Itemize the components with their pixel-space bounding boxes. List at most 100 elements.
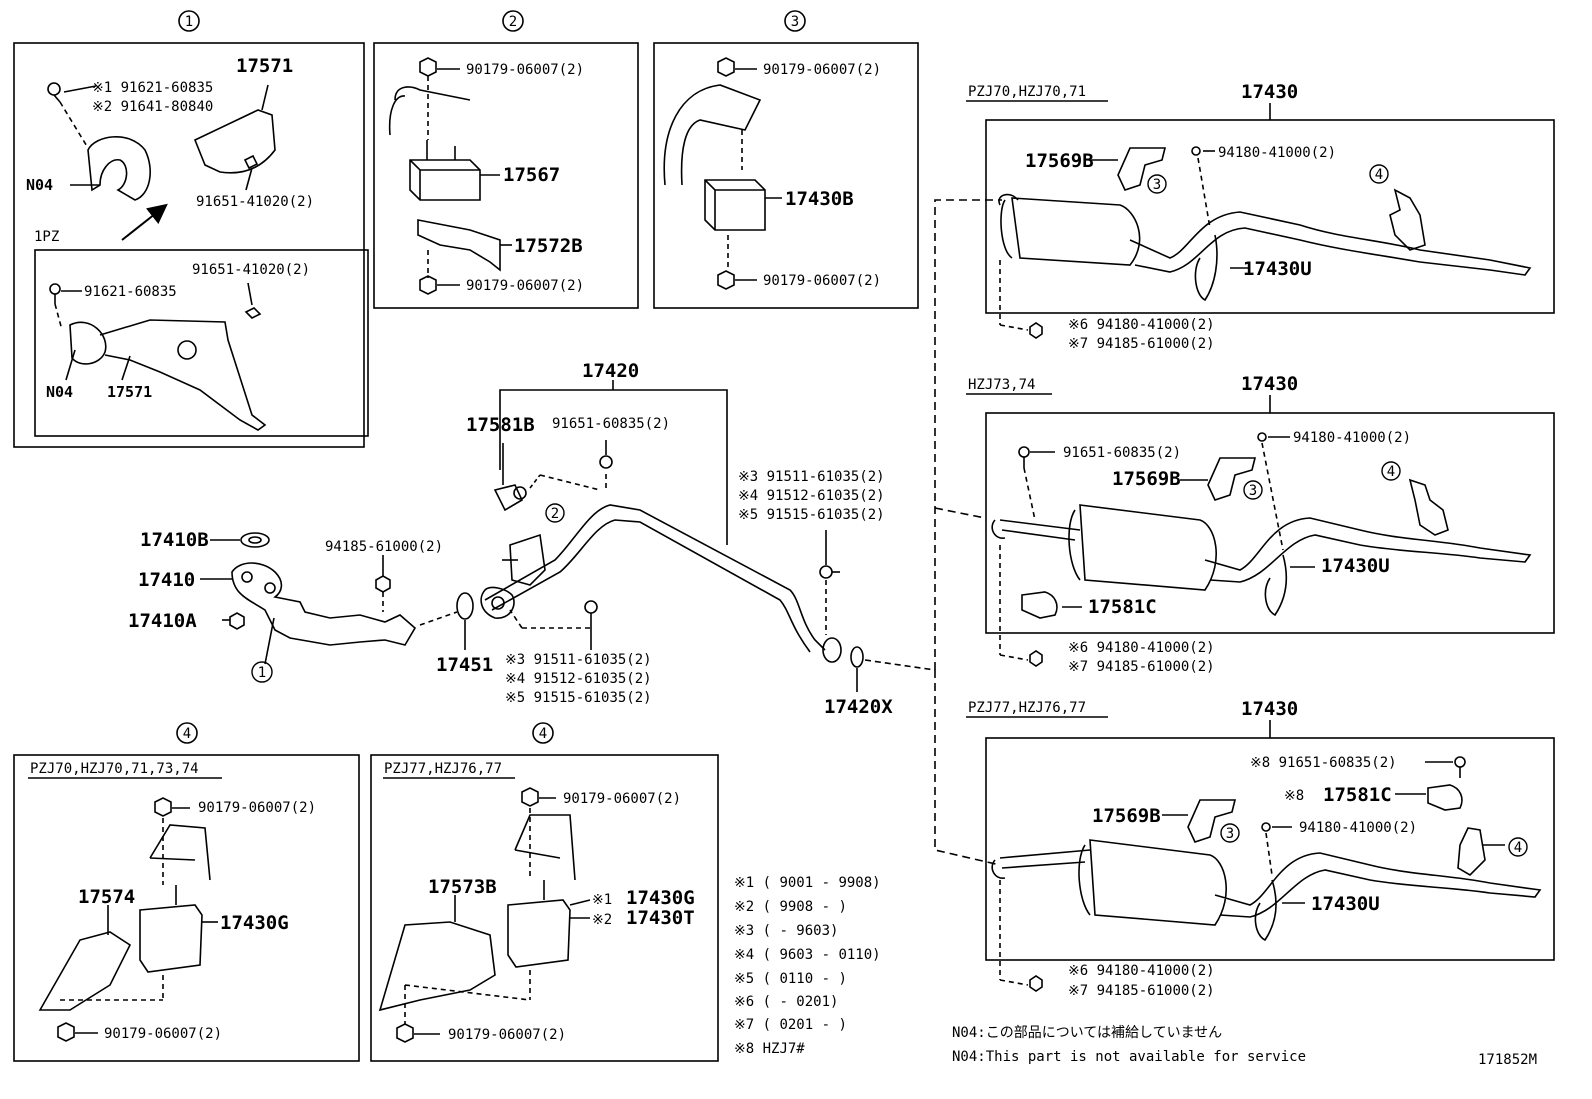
section-1-marker — [178, 10, 200, 32]
part-90179-06007-4a-top: 90179-06007(2) — [198, 800, 316, 816]
note-6-nut-2: ※6 94180-41000(2) — [1068, 640, 1215, 656]
part-17420x: 17420X — [824, 696, 893, 718]
part-94180-41000-3: 94180-41000(2) — [1299, 820, 1417, 836]
hanger-17430u-icon — [1264, 554, 1288, 617]
part-90179-06007-top: 90179-06007(2) — [466, 62, 584, 78]
part-94180-41000-2: 94180-41000(2) — [1293, 430, 1411, 446]
gasket-17451-icon — [456, 592, 474, 620]
nut-icon — [521, 787, 539, 807]
sensor-17581b-icon — [493, 484, 527, 512]
exhaust-pipe-17420-icon — [484, 504, 826, 653]
gasket-17410b-icon — [240, 532, 270, 548]
ref-4-marker — [1508, 837, 1528, 857]
part-17569b-2: 17569B — [1112, 468, 1181, 490]
box-4a-frame — [13, 754, 360, 1062]
ref-4-marker — [1381, 461, 1401, 481]
section-3-marker — [784, 10, 806, 32]
nut-icon — [1191, 146, 1201, 156]
note-7-nut-1: ※7 94185-61000(2) — [1068, 336, 1215, 352]
bracket-17571-1pz-icon — [69, 319, 267, 431]
bracket-17574-icon — [38, 931, 132, 1011]
bracket-17572b-icon — [417, 219, 501, 272]
model-label-4a: PZJ70,HZJ70,71,73,74 — [30, 761, 199, 777]
nut-icon — [229, 612, 245, 630]
footnote-item: ※2 ( 9908 - ) — [734, 899, 847, 915]
footnote-item: ※1 ( 9001 - 9908) — [734, 875, 881, 891]
mount-17430b-icon — [704, 179, 766, 231]
note-7-nut-3: ※7 94185-61000(2) — [1068, 983, 1215, 999]
ref-3-marker — [1220, 823, 1240, 843]
ref-3-marker — [1243, 480, 1263, 500]
part-94185-61000: 94185-61000(2) — [325, 539, 443, 555]
part-91651-41020-1pz: 91651-41020(2) — [192, 262, 310, 278]
mount-17430g-icon — [507, 899, 571, 968]
ref-2-marker — [545, 503, 565, 523]
part-17451: 17451 — [436, 654, 493, 676]
part-17410a: 17410A — [128, 610, 197, 632]
note-3-bolt: ※3 91511-61035(2) — [738, 469, 885, 485]
diagram-id: 171852M — [1478, 1052, 1537, 1068]
nut-icon — [1257, 432, 1267, 442]
model-label-1: PZJ70,HZJ70,71 — [968, 84, 1086, 100]
footnote-item: ※5 ( 0110 - ) — [734, 971, 847, 987]
label-1pz: 1PZ — [34, 229, 59, 245]
note-2-part: ※2 91641-80840 — [92, 99, 213, 115]
part-17430-3: 17430 — [1241, 698, 1298, 720]
footnote-item: ※3 ( - 9603) — [734, 923, 838, 939]
section-labels: 1 2 3 4 4 — [183, 14, 799, 742]
nut-icon — [419, 275, 437, 295]
ref-3-marker — [1147, 174, 1167, 194]
part-91651-41020: 91651-41020(2) — [196, 194, 314, 210]
ref-4-label: 4 — [1514, 840, 1522, 856]
bracket-17569b-icon — [1117, 147, 1167, 191]
note-n04-japanese: N04:この部品については補給していません — [952, 1025, 1222, 1041]
nut-icon — [154, 797, 172, 817]
bracket-4-icon — [1408, 478, 1449, 536]
part-17581c-2: 17581C — [1088, 596, 1157, 618]
bolt-icon — [1454, 756, 1466, 778]
gasket-17420x-icon — [850, 646, 864, 668]
part-17572b: 17572B — [514, 235, 583, 257]
part-90179-06007-4b-bottom: 90179-06007(2) — [448, 1027, 566, 1043]
note-5-bolt: ※5 91515-61035(2) — [738, 507, 885, 523]
bolt-icon — [819, 565, 840, 579]
part-91621-60835: 91621-60835 — [84, 284, 177, 300]
muffler-box-3-frame — [985, 737, 1555, 961]
section-3-label: 3 — [791, 14, 799, 30]
bolt-icon — [599, 455, 613, 469]
note-1-mount: ※1 — [592, 892, 612, 908]
bracket-4-icon — [1457, 827, 1486, 877]
sensor-17581c-icon — [1427, 784, 1463, 811]
part-17430-2: 17430 — [1241, 373, 1298, 395]
section-1-label: 1 — [185, 14, 193, 30]
screw-icon — [49, 283, 61, 304]
part-17430g-4b: 17430G — [626, 887, 695, 909]
bracket-17573b-icon — [378, 921, 496, 1012]
bolt-icon — [244, 307, 262, 319]
nut-icon — [419, 57, 437, 77]
muffler-1-icon — [1000, 197, 1532, 276]
bracket-17569b-icon — [1207, 457, 1257, 501]
note-8-bolt: ※8 91651-60835(2) — [1250, 755, 1397, 771]
footnote-item: ※6 ( - 0201) — [734, 994, 838, 1010]
part-17571: 17571 — [236, 55, 293, 77]
footnote-item: ※4 ( 9603 - 0110) — [734, 947, 881, 963]
part-n04: N04 — [26, 176, 53, 194]
bracket-4-icon — [1389, 188, 1426, 251]
box-1pz-frame — [34, 249, 369, 437]
front-pipe-17410-icon — [231, 562, 417, 646]
ref-3-label: 3 — [1249, 483, 1257, 499]
note-8-sensor: ※8 — [1284, 788, 1304, 804]
nut-icon — [375, 575, 391, 593]
box-2-frame — [373, 42, 639, 309]
section-4b-label: 4 — [539, 726, 547, 742]
model-label-4b: PZJ77,HZJ76,77 — [384, 761, 502, 777]
section-2-label: 2 — [509, 14, 517, 30]
muffler-2-icon — [1068, 504, 1532, 591]
part-17573b: 17573B — [428, 876, 497, 898]
bracket-17569b-icon — [1187, 799, 1237, 843]
part-17574: 17574 — [78, 886, 135, 908]
model-label-2: HZJ73,74 — [968, 377, 1035, 393]
nut-icon — [396, 1023, 414, 1043]
